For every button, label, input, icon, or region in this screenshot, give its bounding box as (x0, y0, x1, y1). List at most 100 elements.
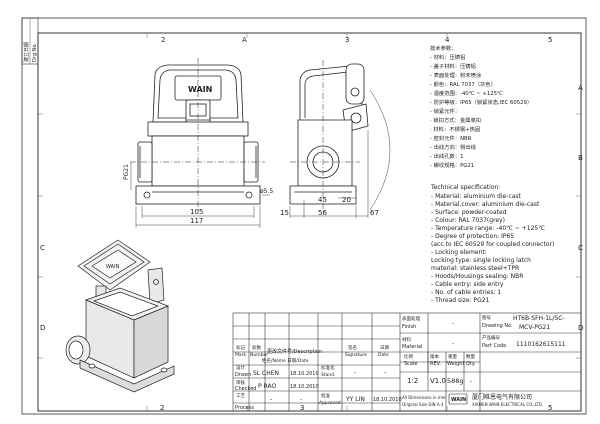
tech-cn-10: - 密封元件：NBR (430, 134, 472, 142)
std-en: Stand. (321, 372, 336, 378)
tech-cn-8: · 锁扣方式：金属单扣 (430, 116, 481, 124)
drawn-name: SL CHEN (253, 370, 279, 377)
std-dash: - (354, 369, 356, 376)
col-label-4: 4 (445, 36, 450, 44)
tech-en-6: - Degree of protection: IP65 (431, 233, 514, 240)
col-label-3: 3 (345, 36, 349, 44)
tech-en-5: - Temperature range: -40℃ ~ +125℃ (431, 225, 545, 232)
dim-117: 117 (190, 217, 203, 225)
process-date-dash: - (300, 396, 302, 403)
tech-cn-0: 技术参数： (430, 44, 457, 52)
logo-text: WAIN (451, 397, 466, 403)
date-en: Date (378, 352, 389, 358)
col-label-2: 2 (161, 36, 165, 44)
material-en: Material (402, 344, 422, 350)
company-logo: WAIN (448, 393, 468, 405)
col-label-bottom-3: 3 (300, 404, 304, 412)
col-label-5: 5 (548, 36, 552, 44)
drawn-date: 18.10.2010 (290, 371, 319, 377)
title-block (232, 312, 582, 412)
process-name-dash: - (270, 396, 272, 403)
scale-val: 1:2 (407, 377, 418, 385)
part-code-cn: 产品编号 (482, 334, 500, 341)
approved-date: 18.10.2010 (373, 397, 402, 403)
qty-en: Qty. (466, 361, 476, 367)
tech-en-4: - Colour: RAL 7037(grey) (431, 217, 505, 224)
row-label-d-left: D (40, 324, 45, 332)
drawn-en: Drawn (235, 372, 251, 378)
checked-en: Checked (235, 386, 256, 392)
name-date-label: 姓名/Name 日期/Date (262, 357, 309, 364)
corner-label-1: 建立日期 (23, 42, 30, 62)
number-en: Number (250, 352, 268, 358)
dim-105: 105 (190, 208, 203, 216)
date-cn: 日期 (380, 345, 389, 351)
col-label-ab: A (242, 36, 247, 44)
checked-name: P RAO (258, 383, 276, 390)
tech-spec-en: Technical specification: - Material: alu… (430, 184, 554, 304)
note-2: Original Size DIN A 4 (402, 402, 444, 407)
scale-en: Scale (404, 361, 417, 367)
tech-en-7: (acc.to IEC 60529 for coupled connector) (431, 241, 554, 248)
tech-en-9: Locking type: single locking latch (431, 257, 531, 264)
row-label-b: B (578, 154, 583, 162)
rev-en: REV. (430, 361, 441, 367)
tech-en-14: - Thread size: PG21 (431, 297, 490, 304)
finish-en: Finish (402, 324, 416, 330)
tech-cn-7: - 锁紧元件： (430, 107, 460, 115)
part-code-en: Part Code (482, 343, 506, 349)
material-cn: 材料 (402, 336, 411, 343)
approved-name: YY LIN (345, 396, 365, 403)
finish-val: - (452, 320, 454, 327)
front-dimensions (130, 162, 270, 228)
mark-cn: 标记 (236, 344, 245, 351)
weight-en: Weight (447, 361, 464, 367)
tech-cn-2: - 盖子材料：压铸铝 (430, 62, 476, 70)
drawing-no-val-2: MCV-PG21 (519, 324, 550, 331)
tech-cn-9: · 材料：不锈钢+热固 (430, 125, 480, 133)
corner-label-2: Drg.No. (32, 43, 38, 62)
approved-cn: 批准 (321, 392, 330, 399)
desc-label: 更改文件号/Description (267, 348, 322, 355)
tech-en-0: Technical specification: (430, 184, 500, 191)
col-label-bottom-5: 5 (548, 404, 552, 412)
dim-56: 56 (318, 209, 327, 217)
number-cn: 处数 (252, 344, 261, 351)
checked-date: 18.10.2010 (290, 384, 319, 390)
tech-en-1: - Material: aluminium die-cast (431, 193, 521, 200)
signature-en: Signature (345, 352, 367, 358)
drawn-cn: 设计 (236, 364, 245, 371)
side-dimensions (289, 89, 391, 218)
tech-cn-4: - 颜色：RAL 7037（灰色） (430, 80, 496, 88)
note-1: All Dimensions in mm (402, 395, 446, 400)
process-en: Process (235, 405, 254, 411)
tech-en-3: - Surface: powder-coated (431, 209, 507, 216)
tech-en-13: - No. of cable entries: 1 (431, 289, 501, 296)
tech-en-12: - Cable entry: side entry (431, 281, 504, 288)
dim-67: 67 (370, 209, 379, 217)
side-view (289, 60, 369, 212)
std-date-dash: - (384, 369, 386, 376)
tech-en-10: material: stainless steel+TPR (431, 265, 519, 272)
dim-20: 20 (342, 196, 351, 204)
tech-en-8: - Locking element: (431, 249, 487, 256)
row-label-c-left: C (40, 244, 45, 252)
approved-en: Approved (319, 400, 341, 406)
top-zone-ticks (38, 33, 581, 411)
dim-hole: ø5.5 (260, 188, 273, 195)
drawing-no-en: Drawing No. (482, 323, 513, 329)
iso-logo-emboss: WAIN (106, 264, 120, 270)
drawing-no-val-1: HT6B-SFH-1L/SC- (513, 315, 565, 322)
mark-en: Mark (235, 352, 246, 358)
signature-cn: 签名 (348, 344, 357, 351)
isometric-view: WAIN (65, 239, 175, 393)
dim-15: 15 (280, 209, 289, 217)
tech-cn-13: - 螺纹规格：PG21 (430, 161, 474, 169)
std-cn: 标准化 (321, 364, 335, 371)
tech-en-2: - Material,cover: aluminium die-cast (431, 201, 540, 208)
scale-cn: 比例 (404, 353, 413, 360)
qty-val: - (470, 378, 472, 385)
corner-block: 建立日期 Drg.No. (21, 17, 39, 65)
company-en: XIAMEN WAIN ELECTRICAL CO.,LTD. (472, 402, 543, 407)
front-logo-emboss: WAIN (188, 85, 212, 94)
